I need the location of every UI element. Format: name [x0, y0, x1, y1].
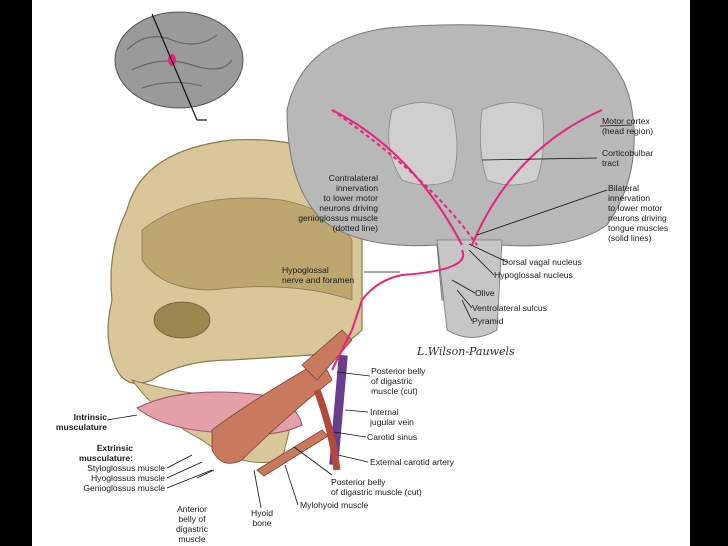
label-carotid-sinus: Carotid sinus	[367, 432, 418, 442]
label-internal-jugular-vein: Internal jugular vein	[370, 407, 414, 427]
label-intrinsic-musculature: Intrinsic musculature	[55, 412, 107, 432]
label-contralateral-innervation: Contralateral innervation to lower motor…	[298, 173, 378, 233]
label-motor-cortex: Motor cortex (head region)	[602, 116, 654, 136]
leader-lines	[106, 124, 633, 509]
tongue-muscles	[136, 329, 353, 477]
brain-coronal-section	[286, 24, 635, 338]
label-dorsal-vagal-nucleus: Dorsal vagal nucleus	[502, 257, 582, 267]
artist-signature: L.Wilson-Pauwels	[417, 345, 515, 358]
label-pyramid: Pyramid	[472, 316, 504, 326]
label-genioglossus-muscle: Genioglossus muscle	[83, 483, 165, 493]
label-anterior-belly-digastric: Anterior belly of digastric muscle	[176, 504, 208, 544]
label-hypoglossal-nucleus: Hypoglossal nucleus	[494, 270, 573, 280]
label-mylohyoid-muscle: Mylohyoid muscle	[300, 500, 369, 510]
corticobulbar-pathways	[331, 109, 603, 371]
label-bilateral-innervation: Bilateral innervation to lower motor neu…	[608, 183, 669, 243]
illustration-frame: Motor cortex (head region) Corticobulbar…	[32, 0, 690, 546]
label-styloglossus-muscle: Styloglossus muscle	[87, 463, 165, 473]
label-posterior-belly-cut-lower: Posterior belly of digastric muscle (cut…	[331, 477, 422, 497]
label-hypoglossal-nerve: Hypoglossal nerve and foramen	[282, 265, 355, 285]
medulla	[436, 239, 503, 338]
anatomy-illustration	[106, 11, 635, 509]
label-hyoglossus-muscle: Hyoglossus muscle	[90, 473, 165, 483]
label-ventrolateral-sulcus: Ventrolateral sulcus	[472, 303, 547, 313]
label-extrinsic-musculature: Extrinsic musculature:	[79, 443, 133, 463]
label-posterior-belly-cut: Posterior belly of digastric muscle (cut…	[371, 366, 426, 396]
label-olive: Olive	[475, 288, 495, 298]
label-corticobulbar-tract: Corticobulbar tract	[602, 148, 654, 168]
brain-thumbnail	[114, 11, 244, 121]
label-external-carotid-artery: External carotid artery	[370, 457, 455, 467]
label-hyoid-bone: Hyoid bone	[251, 508, 273, 528]
